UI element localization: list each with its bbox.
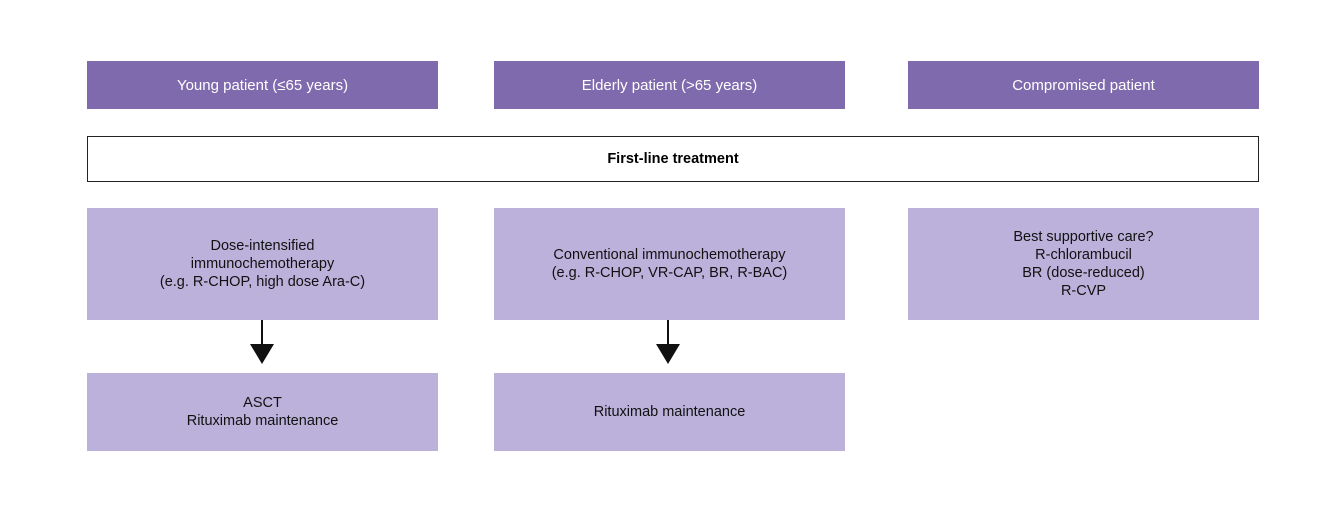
first-line-treatment-label: First-line treatment: [607, 151, 739, 167]
maintenance-young-line-1: ASCT: [243, 395, 282, 411]
treatment-young-line-2: immunochemotherapy: [190, 256, 335, 272]
treatment-young-line-3: (e.g. R-CHOP, high dose Ara-C): [159, 274, 366, 290]
header-compromised-patient-label: Compromised patient: [1012, 76, 1155, 94]
header-elderly-patient-label: Elderly patient (>65 years): [581, 76, 758, 94]
treatment-elderly-line-1: Conventional immunochemotherapy: [553, 247, 786, 263]
arrow-young-shaft: [261, 320, 263, 345]
treatment-compromised-line-2: R-chlorambucil: [1035, 247, 1132, 263]
treatment-young-line-1: Dose-intensified: [210, 238, 315, 254]
arrow-elderly-head: [656, 344, 680, 364]
header-elderly-patient: Elderly patient (>65 years): [494, 61, 845, 109]
treatment-compromised-line-1: Best supportive care?: [1013, 229, 1154, 245]
header-compromised-patient: Compromised patient: [908, 61, 1259, 109]
header-young-patient: Young patient (≤65 years): [87, 61, 438, 109]
maintenance-box-elderly: Rituximab maintenance: [494, 373, 845, 451]
arrow-elderly-shaft: [667, 320, 669, 345]
maintenance-box-young: ASCT Rituximab maintenance: [87, 373, 438, 451]
treatment-box-compromised: Best supportive care? R-chlorambucil BR …: [908, 208, 1259, 320]
treatment-elderly-line-2: (e.g. R-CHOP, VR-CAP, BR, R-BAC): [551, 265, 788, 281]
treatment-box-young: Dose-intensified immunochemotherapy (e.g…: [87, 208, 438, 320]
maintenance-elderly-line-1: Rituximab maintenance: [593, 404, 746, 420]
treatment-compromised-line-4: R-CVP: [1060, 283, 1107, 299]
arrow-young-head: [250, 344, 274, 364]
treatment-box-elderly: Conventional immunochemotherapy (e.g. R-…: [494, 208, 845, 320]
first-line-treatment-band: First-line treatment: [87, 136, 1259, 182]
maintenance-young-line-2: Rituximab maintenance: [186, 413, 339, 429]
treatment-compromised-line-3: BR (dose-reduced): [1022, 265, 1145, 281]
header-young-patient-label: Young patient (≤65 years): [176, 76, 349, 94]
